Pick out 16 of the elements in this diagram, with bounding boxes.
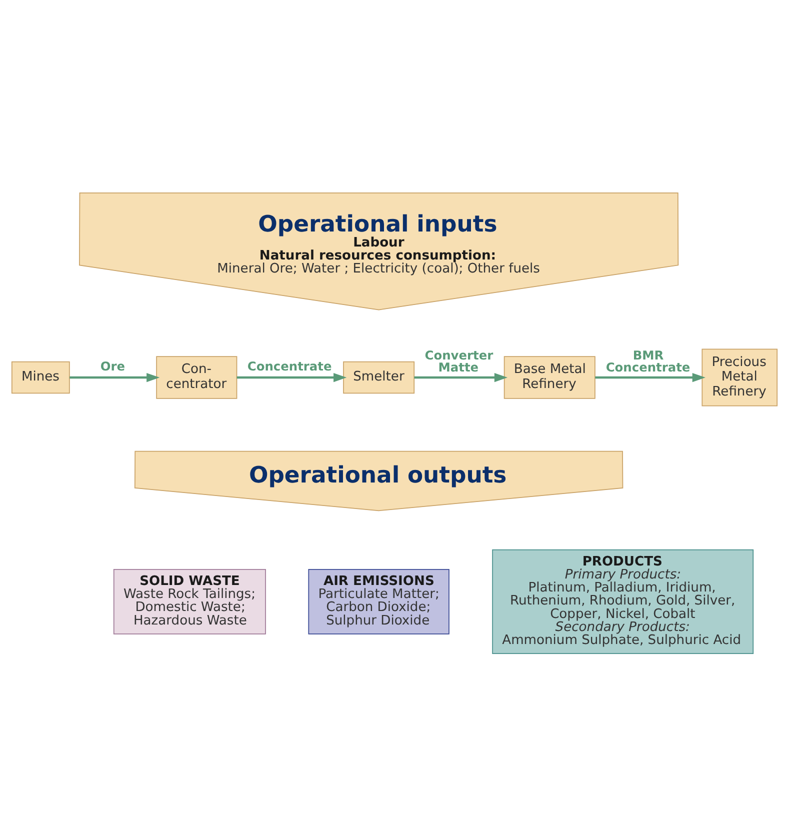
arrow <box>236 372 347 382</box>
node-box: PRODUCTS Primary Products: Platinum, Palladium, Iridium, Ruthenium, Rhodium, Gold, Silver, Copper, Nickel, Cobalt Secondary Products: Ammonium Sulphate, Sulphuric Acid <box>492 548 754 654</box>
node-box: Base Metal Refinery <box>504 356 596 398</box>
node-box: SOLID WASTE Waste Rock Tailings; Domestic Waste; Hazardous Waste <box>113 568 266 634</box>
edge-label: Converter Matte <box>424 348 494 374</box>
node-box: Mines <box>11 360 70 394</box>
node-box: AIR EMISSIONS Particulate Matter; Carbon Dioxide; Sulphur Dioxide <box>308 568 450 634</box>
edge-label: Concentrate <box>247 359 332 374</box>
arrow <box>70 372 160 382</box>
arrow <box>595 372 706 382</box>
node-box: Precious Metal Refinery <box>702 348 778 406</box>
edge-label: BMR Concentrate <box>606 348 690 374</box>
arrow <box>414 372 508 382</box>
node-box: Con- centrator <box>156 356 238 398</box>
edge-label: Ore <box>100 359 125 374</box>
node-box: Smelter <box>343 360 415 394</box>
